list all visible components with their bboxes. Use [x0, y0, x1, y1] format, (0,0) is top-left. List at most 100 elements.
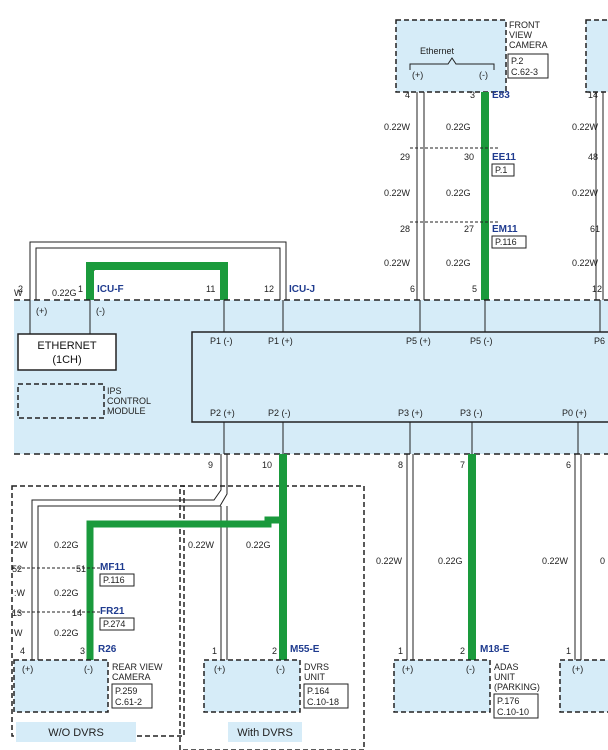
wire-022g-dvrs: 0.22G — [246, 540, 271, 550]
wire-022g-rear3: 0.22G — [54, 628, 79, 638]
port-p6: P6 — [594, 336, 605, 346]
adas-plus: (+) — [402, 664, 413, 674]
pin-2-icu: 2 — [18, 284, 23, 294]
ips-label-1: IPS — [107, 386, 122, 396]
rear-view-camera: (+) (-) REAR VIEW CAMERA P.259 C.61-2 — [13, 659, 163, 713]
wire-022g-top1: 0.22G — [446, 122, 471, 132]
wire-022w-right-bottom: 0.22W — [542, 556, 569, 566]
pin-30: 30 — [464, 152, 474, 162]
pin-29: 29 — [400, 152, 410, 162]
front-camera-plus: (+) — [412, 70, 423, 80]
port-p2-minus: P2 (-) — [268, 408, 291, 418]
adas-name-2: UNIT — [494, 672, 515, 682]
pin-6-top: 6 — [410, 284, 415, 294]
front-camera-minus: (-) — [479, 70, 488, 80]
right-cut-box — [585, 19, 608, 93]
ref-fr21: P.274 — [103, 619, 125, 629]
rear-camera-ref-2: C.61-2 — [115, 697, 142, 707]
wire-022w-top1: 0.22W — [384, 122, 411, 132]
wire-cut-2w: 2W — [14, 540, 28, 550]
icu-internal-stubs — [29, 300, 601, 454]
port-p3-minus: P3 (-) — [460, 408, 483, 418]
with-dvrs-label: With DVRS — [237, 727, 293, 739]
pin-2-dvrs: 2 — [272, 646, 277, 656]
pin-28: 28 — [400, 224, 410, 234]
green-wire-dvrs — [279, 454, 287, 660]
wire-022w-dvrs: 0.22W — [188, 540, 215, 550]
wire-022w-right2: 0.22W — [572, 188, 599, 198]
ref-em11: P.116 — [495, 237, 517, 247]
pin-1-icu: 1 — [78, 284, 83, 294]
pin-3-top: 3 — [470, 90, 475, 100]
pin-4-rear: 4 — [20, 646, 25, 656]
pin-48-right: 48 — [588, 152, 598, 162]
bottom-white-wires — [31, 454, 582, 660]
pin-51: 51 — [76, 564, 86, 574]
green-wire-front-camera — [481, 92, 489, 300]
wire-022g-icu: 0.22G — [52, 288, 77, 298]
dvrs-name-2: UNIT — [304, 672, 325, 682]
adas-unit: (+) (-) ADAS UNIT (PARKING) P.176 C.10-1… — [393, 659, 540, 719]
pin-14-fr21: 14 — [72, 608, 82, 618]
wo-dvrs-label: W/O DVRS — [48, 727, 104, 739]
connector-ee11: EE11 — [492, 152, 516, 163]
wire-cut-colon-w: :W — [14, 588, 26, 598]
front-view-camera: Ethernet (+) (-) FRONT VIEW CAMERA P.2 C… — [395, 19, 549, 93]
ref-mf11: P.116 — [103, 575, 125, 585]
dvrs-plus: (+) — [214, 664, 225, 674]
dvrs-minus: (-) — [276, 664, 285, 674]
pin-61-right: 61 — [590, 224, 600, 234]
adas-ref-2: C.10-10 — [497, 707, 529, 717]
pin-12-icu: 12 — [264, 284, 274, 294]
rear-camera-plus: (+) — [22, 664, 33, 674]
with-dvrs-frame — [179, 485, 365, 750]
pin-11-icu: 11 — [206, 284, 215, 294]
port-p1-minus: P1 (-) — [210, 336, 233, 346]
connector-m18e: M18-E — [480, 644, 510, 655]
ethernet-1ch-box — [17, 333, 117, 371]
port-p2-plus: P2 (+) — [210, 408, 235, 418]
connector-e83: E83 — [492, 90, 510, 101]
wire-022g-adas: 0.22G — [438, 556, 463, 566]
dvrs-ref-1: P.164 — [307, 686, 329, 696]
adas-name-1: ADAS — [494, 662, 519, 672]
wire-022w-top2: 0.22W — [384, 188, 411, 198]
icu-ethernet-switch-box — [191, 331, 608, 423]
front-camera-ethernet-label: Ethernet — [420, 46, 455, 56]
connector-r26: R26 — [98, 644, 117, 655]
front-camera-name-3: CAMERA — [509, 40, 548, 50]
pin-7: 7 — [460, 460, 465, 470]
pin-4-top: 4 — [405, 90, 410, 100]
wire-022w-top3: 0.22W — [384, 258, 411, 268]
wire-022g-rear1: 0.22G — [54, 540, 79, 550]
pin-27: 27 — [464, 224, 474, 234]
pin-8: 8 — [398, 460, 403, 470]
wire-cut-0: 0 — [600, 556, 605, 566]
port-p5-minus: P5 (-) — [470, 336, 493, 346]
pin-9: 9 — [208, 460, 213, 470]
wire-022g-rear2: 0.22G — [54, 588, 79, 598]
port-p5-plus: P5 (+) — [406, 336, 431, 346]
ethernet-label: ETHERNET — [37, 340, 97, 352]
top-white-wires — [416, 92, 604, 300]
wire-022w-right3: 0.22W — [572, 258, 599, 268]
pin-13: 13 — [12, 608, 22, 618]
front-camera-ref-1: P.2 — [511, 56, 523, 66]
adas-minus: (-) — [466, 664, 475, 674]
right-cut-unit — [559, 659, 608, 713]
port-p0-plus: P0 (+) — [562, 408, 587, 418]
pin-12-right: 12 — [592, 284, 602, 294]
pin-1-right: 1 — [566, 646, 571, 656]
right-unit-plus: (+) — [572, 664, 583, 674]
rear-camera-name-1: REAR VIEW — [112, 662, 163, 672]
ref-ee11: P.1 — [495, 165, 507, 175]
port-p1-plus: P1 (+) — [268, 336, 293, 346]
with-dvrs-label-bg — [228, 722, 302, 742]
pin-14-right: 14 — [588, 90, 598, 100]
green-wire-adas — [468, 454, 476, 660]
ips-control-box — [17, 383, 105, 419]
connector-m55e: M55-E — [290, 644, 320, 655]
pin-1-dvrs: 1 — [212, 646, 217, 656]
dvrs-name-1: DVRS — [304, 662, 329, 672]
